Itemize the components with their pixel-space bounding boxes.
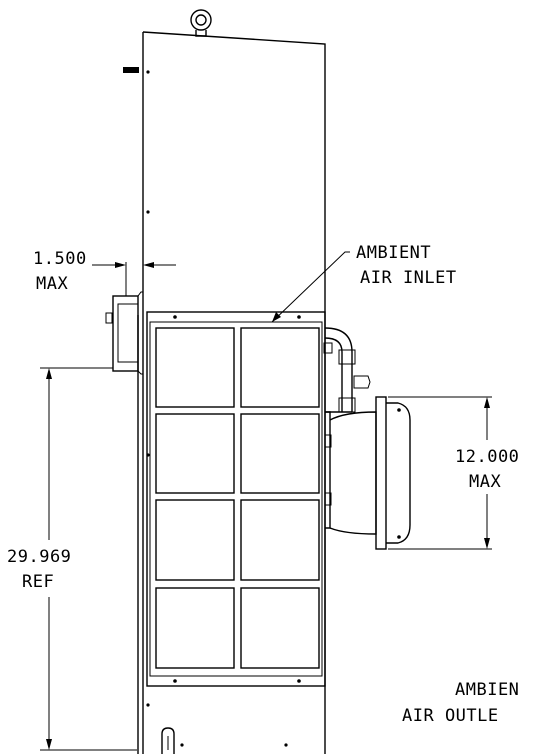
cabinet-body (123, 31, 326, 754)
drain-fitting (161, 727, 288, 754)
clearance-dimension: 1.500 MAX (33, 249, 176, 296)
height-value-label: 29.969 (7, 547, 71, 567)
inlet-label-line1: AMBIENT (356, 243, 431, 263)
filter-panel (155, 327, 235, 408)
width-value-label: 12.000 (455, 447, 519, 467)
filter-panel (155, 587, 235, 669)
outlet-label-line1: AMBIEN (455, 680, 519, 700)
conduit-fitting (323, 327, 371, 413)
junction-box (105, 291, 143, 375)
filter-panel (240, 587, 320, 669)
inlet-label-line2: AIR INLET (360, 268, 457, 288)
outlet-label: AMBIEN AIR OUTLE (402, 680, 519, 726)
width-qualifier-label: MAX (469, 472, 501, 492)
clearance-qualifier-label: MAX (36, 274, 68, 294)
filter-panel (240, 413, 320, 494)
filter-panel (155, 499, 235, 581)
filter-grid (155, 327, 320, 669)
filter-panel (240, 327, 320, 408)
lifting-eye-icon (190, 9, 212, 37)
filter-panel (155, 413, 235, 494)
height-dimension: 29.969 REF (7, 367, 137, 751)
outlet-label-line2: AIR OUTLE (402, 706, 499, 726)
inlet-leader: AMBIENT AIR INLET (271, 243, 457, 323)
explosion-proof-enclosure (324, 396, 411, 550)
filter-frame (146, 311, 326, 687)
clearance-value-label: 1.500 (33, 249, 87, 269)
height-qualifier-label: REF (22, 572, 54, 592)
filter-panel (240, 499, 320, 581)
enclosure-width-dimension: 12.000 MAX (388, 396, 519, 550)
